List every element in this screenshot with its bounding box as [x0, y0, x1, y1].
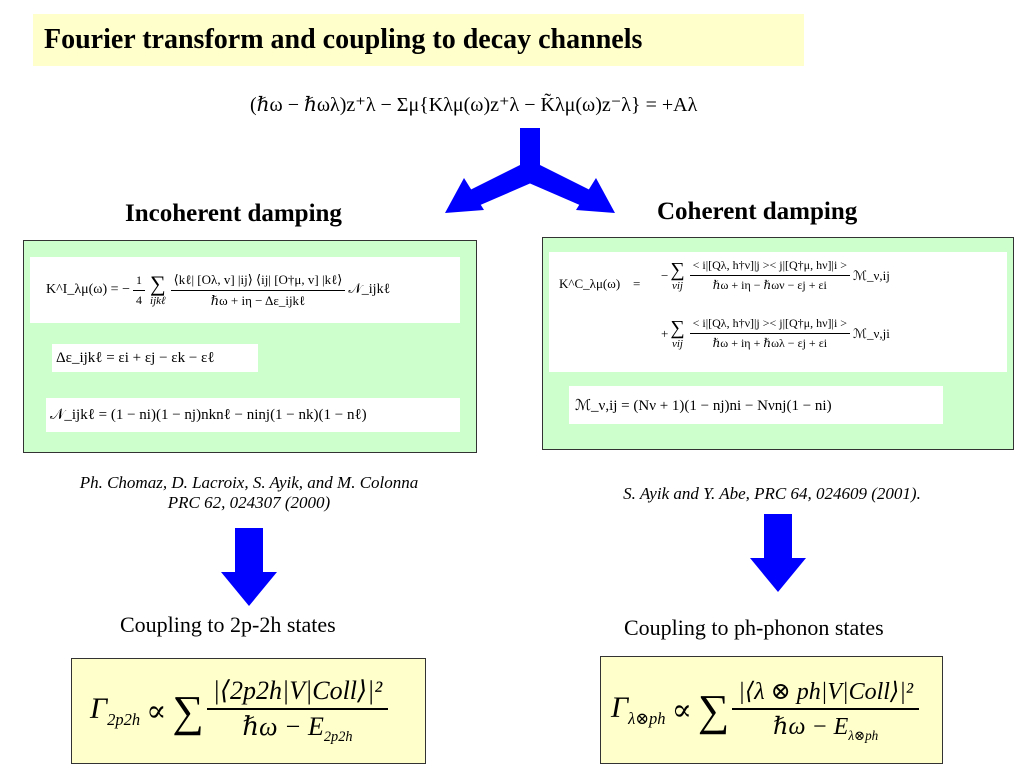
- main-equation: (ℏω − ℏωλ)z⁺λ − Σμ{Kλμ(ω)z⁺λ − K̃λμ(ω)z⁻…: [250, 94, 698, 116]
- down-arrow-icon: [750, 514, 806, 592]
- gamma-fraction: |⟨λ ⊗ ph|V|Coll⟩|² ℏω − Eλ⊗ph: [732, 677, 920, 744]
- split-arrow-icon: [445, 128, 615, 213]
- kc-lhs: K^C_λμ(ω): [559, 276, 621, 291]
- coherent-heading: Coherent damping: [657, 198, 858, 225]
- k-lhs: K^I_λμ(ω) = −: [46, 282, 130, 297]
- k-tail: 𝒩_ijkℓ: [348, 282, 391, 297]
- gamma-2p2h-formula: Γ2p2h ∝ ∑ |⟨2p2h|V|Coll⟩|² ℏω − E2p2h: [71, 658, 426, 764]
- down-arrow-icon: [221, 528, 277, 606]
- kc-equals: =: [633, 276, 641, 291]
- sum-symbol: ∑: [172, 686, 204, 736]
- kc-row-1: − ∑νij < i|[Qλ, h†ν]|j >< j|[Q†μ, hν]|i …: [661, 258, 890, 292]
- kc-row-2: + ∑νij < i|[Qλ, h†ν]|j >< j|[Q†μ, hν]|i …: [661, 316, 890, 350]
- gamma-ph-phonon-formula: Γλ⊗ph ∝ ∑ |⟨λ ⊗ ph|V|Coll⟩|² ℏω − Eλ⊗ph: [600, 656, 943, 764]
- sum-symbol: ∑: [697, 685, 730, 735]
- incoherent-reference: Ph. Chomaz, D. Lacroix, S. Ayik, and M. …: [23, 473, 475, 513]
- incoherent-heading: Incoherent damping: [125, 200, 342, 227]
- proportional-symbol: ∝: [146, 694, 167, 728]
- n-equation: 𝒩_ijkℓ = (1 − ni)(1 − nj)nknℓ − ninj(1 −…: [46, 398, 460, 432]
- k-sum: ∑ijkℓ: [149, 271, 166, 308]
- coupling-ph-phonon-label: Coupling to ph-phonon states: [624, 615, 884, 640]
- slide-title: Fourier transform and coupling to decay …: [44, 24, 643, 55]
- delta-epsilon-equation: Δε_ijkℓ = εi + εj − εk − εℓ: [52, 344, 258, 372]
- gamma-fraction: |⟨2p2h|V|Coll⟩|² ℏω − E2p2h: [206, 676, 389, 746]
- coherent-formula-panel: K^C_λμ(ω) = − ∑νij < i|[Qλ, h†ν]|j >< j|…: [542, 237, 1014, 450]
- coherent-k-equation: K^C_λμ(ω) = − ∑νij < i|[Qλ, h†ν]|j >< j|…: [549, 252, 1007, 372]
- gamma-symbol: Γλ⊗ph: [611, 691, 666, 728]
- coupling-2p2h-label: Coupling to 2p-2h states: [120, 612, 336, 637]
- proportional-symbol: ∝: [671, 693, 692, 727]
- gamma-symbol: Γ2p2h: [90, 692, 141, 729]
- coherent-reference: S. Ayik and Y. Abe, PRC 64, 024609 (2001…: [623, 484, 921, 503]
- title-banner: [33, 14, 804, 66]
- m-equation: ℳ_ν,ij = (Nν + 1)(1 − nj)ni − Nνnj(1 − n…: [569, 386, 943, 424]
- reference-authors: Ph. Chomaz, D. Lacroix, S. Ayik, and M. …: [79, 473, 419, 492]
- reference-journal: PRC 62, 024307 (2000): [167, 493, 331, 512]
- k-fraction: ⟨kℓ| [Oλ, v] |ij⟩ ⟨ij| [O†μ, v] |kℓ⟩ ℏω …: [170, 272, 346, 309]
